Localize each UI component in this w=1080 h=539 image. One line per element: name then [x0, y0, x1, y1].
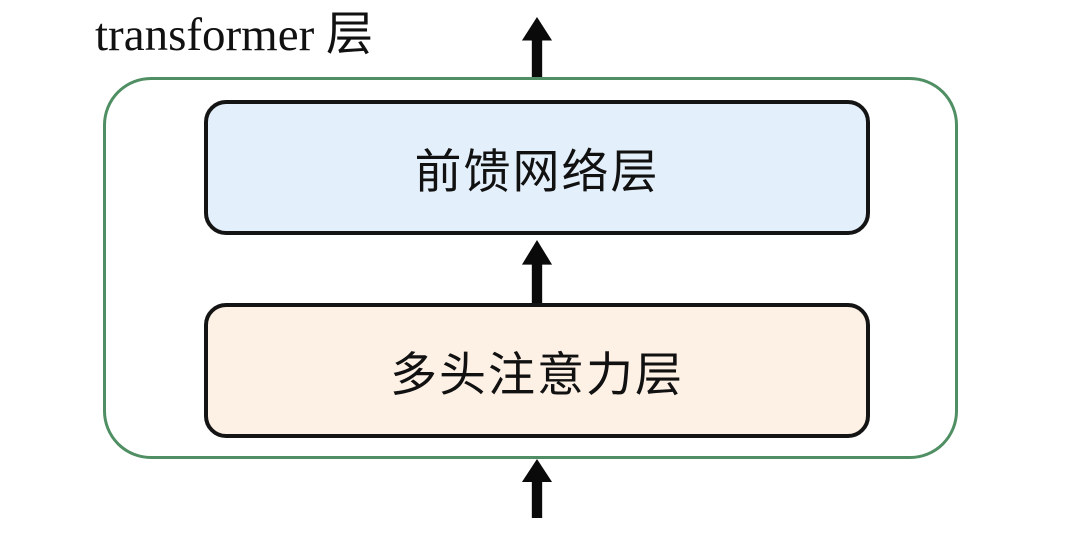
diagram-title: transformer 层: [95, 9, 373, 61]
arrow-up-input-icon: [521, 459, 553, 518]
feed-forward-layer-box: 前馈网络层: [204, 100, 870, 235]
multi-head-attention-layer-label: 多头注意力层: [390, 350, 684, 402]
feed-forward-layer-label: 前馈网络层: [414, 147, 660, 199]
transformer-layer-container: [103, 77, 958, 459]
multi-head-attention-layer-box: 多头注意力层: [204, 303, 870, 438]
arrow-up-output-icon: [521, 17, 553, 77]
arrow-up-between-layers-icon: [521, 240, 553, 303]
